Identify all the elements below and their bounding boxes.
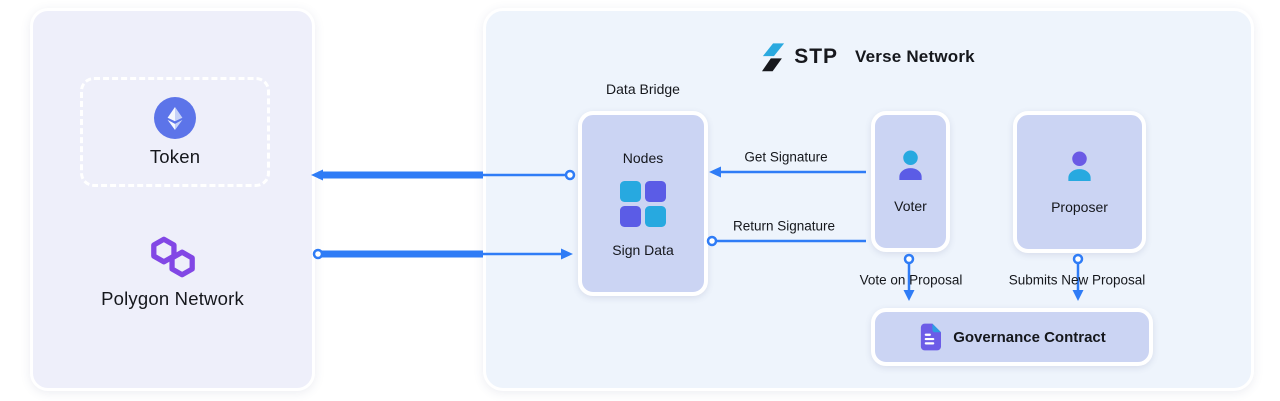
verse-network-title: Verse Network xyxy=(855,47,975,66)
governance-contract-box: Governance Contract xyxy=(871,308,1153,366)
node-square xyxy=(620,180,641,202)
token-dashed-box: Token xyxy=(80,77,270,187)
sign-data-label: Sign Data xyxy=(612,241,674,258)
polygon-network-panel: Token Polygon Network xyxy=(30,8,315,391)
stp-bolt-icon xyxy=(762,42,785,71)
proposer-label: Proposer xyxy=(1051,198,1108,215)
polygon-network-block: Polygon Network xyxy=(33,235,312,310)
governance-contract-label: Governance Contract xyxy=(953,328,1106,346)
data-bridge-title: Data Bridge xyxy=(606,81,680,97)
voter-label: Voter xyxy=(894,198,927,214)
return-signature-label: Return Signature xyxy=(732,218,836,234)
node-square xyxy=(645,180,666,202)
submits-new-proposal-label: Submits New Proposal xyxy=(1008,272,1146,288)
polygon-icon xyxy=(150,236,195,278)
proposer-box: Proposer xyxy=(1013,111,1146,253)
voter-person-icon xyxy=(899,150,922,181)
verse-network-header: STP Verse Network xyxy=(486,41,1251,73)
token-label: Token xyxy=(149,145,201,167)
stp-logo-text: STP xyxy=(794,45,839,68)
verse-network-panel: STP Verse Network Data Bridge Nodes Sign… xyxy=(483,8,1254,391)
proposer-person-icon xyxy=(1068,150,1091,181)
voter-box: Voter xyxy=(871,111,950,252)
node-square xyxy=(645,205,666,227)
document-icon xyxy=(921,323,942,351)
ethereum-icon xyxy=(154,96,196,139)
ethereum-diamond xyxy=(167,106,183,130)
nodes-label: Nodes xyxy=(622,149,664,166)
nodes-grid-icon xyxy=(620,180,666,227)
node-square xyxy=(620,205,641,227)
vote-on-proposal-label: Vote on Proposal xyxy=(859,272,963,288)
get-signature-label: Get Signature xyxy=(744,149,828,165)
polygon-network-label: Polygon Network xyxy=(101,288,244,309)
data-bridge-box: Nodes Sign Data xyxy=(578,111,708,296)
